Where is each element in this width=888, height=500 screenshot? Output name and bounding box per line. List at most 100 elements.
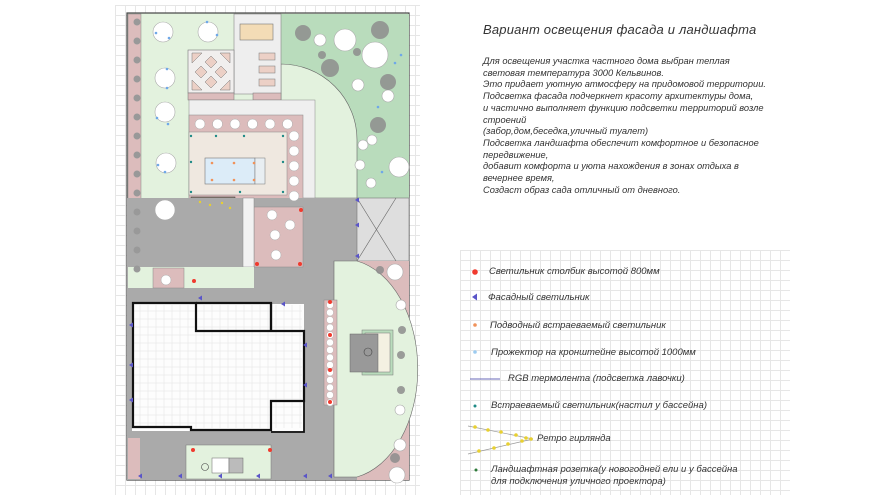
conifer-icon — [371, 21, 389, 39]
deck-light-icon — [238, 190, 242, 194]
legend-grid-background — [460, 250, 790, 495]
conifer-icon — [397, 386, 405, 394]
facade-light-icon — [198, 295, 202, 301]
legend-projector-icon — [473, 350, 477, 354]
conifer-icon — [390, 453, 400, 463]
tree-icon — [155, 152, 177, 174]
conifer-icon — [376, 266, 384, 274]
post-light-icon — [328, 300, 332, 304]
legend-label-underwater-light: Подводный встраеваемый светильник — [490, 320, 666, 331]
description-line: Это придает уютную атмосферу на придомов… — [483, 79, 766, 90]
description-line: Подсветка ландшафта обеспечит комфортное… — [483, 137, 759, 148]
legend-label-post-light: Светильник столбик высотой 800мм — [489, 266, 660, 277]
bench-shrub-icon — [326, 376, 334, 384]
hedge-icon — [133, 56, 141, 64]
legend-garland-bulb-icon — [486, 428, 490, 432]
facade-light-icon — [303, 473, 307, 479]
deck-light-icon — [281, 134, 285, 138]
projector-icon — [163, 170, 167, 174]
shrub-icon — [288, 130, 300, 142]
legend-label-retro-garland: Ретро гирлянда — [537, 433, 611, 444]
hedge-icon — [133, 75, 141, 83]
legend-garland-bulb-icon — [473, 425, 477, 429]
shrub-icon — [284, 219, 296, 231]
tree-icon — [388, 156, 410, 178]
hedge-icon — [133, 170, 141, 178]
facade-light-icon — [281, 301, 285, 307]
carport — [356, 197, 410, 262]
bench-shrub-icon — [326, 361, 334, 369]
hedge-icon — [133, 37, 141, 45]
legend-garland-bulb-icon — [477, 449, 481, 453]
projector-icon — [165, 67, 169, 71]
tree-icon — [154, 67, 176, 89]
legend-facade-light-icon — [472, 293, 477, 301]
legend-label-facade-light: Фасадный светильник — [488, 292, 590, 303]
description-line: Подсветка фасада подчеркнет красоту архи… — [483, 91, 754, 102]
house — [132, 304, 304, 431]
description-line: Для освещения участка частного дома выбр… — [483, 56, 730, 66]
hedge-icon — [133, 208, 141, 216]
hedge-icon — [133, 94, 141, 102]
underwater-light-icon — [252, 178, 256, 182]
deck-light-icon — [189, 134, 193, 138]
tree-icon — [394, 404, 406, 416]
projector-icon — [376, 105, 380, 109]
facade-light-icon — [138, 473, 142, 479]
plot — [126, 12, 419, 481]
hedge-icon — [133, 246, 141, 254]
tree-icon — [333, 28, 357, 52]
facade-light-icon — [328, 473, 332, 479]
conifer-icon — [295, 25, 311, 41]
projector-icon — [154, 31, 158, 35]
post-light-icon — [255, 262, 259, 266]
hedge-icon — [133, 132, 141, 140]
bench-shrub-icon — [326, 353, 334, 362]
facade-light-icon — [218, 473, 222, 479]
legend-deck-light-icon — [473, 404, 477, 408]
garland-bulb-icon — [198, 200, 202, 204]
tree-icon — [154, 199, 176, 221]
tree-icon — [381, 89, 395, 103]
shrub-icon — [212, 118, 223, 130]
legend-garland-bulb-icon — [520, 439, 524, 443]
tree-icon — [386, 263, 404, 281]
tree-icon — [365, 177, 377, 189]
hedge-icon — [133, 18, 141, 26]
description-line: (забор,дом,беседка,уличный туалет) — [483, 126, 649, 137]
tree-icon — [197, 21, 219, 43]
gazebo-pattern — [191, 52, 231, 91]
facade-light-icon — [355, 197, 359, 203]
description-line: добавит комфорта и уюта нахождения в зон… — [483, 161, 739, 172]
description: Для освещения участка частного дома выбр… — [483, 56, 783, 196]
legend-garland-bulb-icon — [506, 442, 510, 446]
tree-icon — [393, 438, 407, 452]
deck-light-icon — [242, 134, 246, 138]
shrub-icon — [270, 249, 282, 261]
legend-garland-bulb-icon — [492, 446, 496, 450]
hedge-icon — [133, 189, 141, 197]
page-title: Вариант освещения фасада и ландшафта — [483, 22, 757, 37]
deck-light-icon — [214, 134, 218, 138]
post-light-icon — [298, 262, 302, 266]
conifer-icon — [318, 51, 326, 59]
deck-light-icon — [281, 160, 285, 164]
house-walls — [131, 301, 306, 432]
light-fixtures — [129, 20, 403, 479]
legend-garland-bulb-icon — [529, 437, 533, 441]
legend-label-landscape-socket-2: для подключения уличного проектора) — [491, 476, 666, 487]
projector-icon — [380, 170, 384, 174]
description-line: вечернее время, — [483, 173, 555, 184]
pool-steps — [254, 157, 266, 185]
underwater-light-icon — [232, 161, 236, 165]
facade-light-icon — [303, 342, 307, 348]
post-light-icon — [328, 400, 332, 404]
conifer-icon — [353, 48, 361, 56]
facade-light-icon — [129, 362, 133, 368]
deck-light-icon — [189, 160, 193, 164]
description-line: световая температура 3000 Кельвинов. — [483, 67, 664, 78]
tree-icon — [351, 78, 365, 92]
description-line: строений — [483, 114, 527, 125]
pool — [204, 157, 256, 185]
underwater-light-icon — [210, 178, 214, 182]
